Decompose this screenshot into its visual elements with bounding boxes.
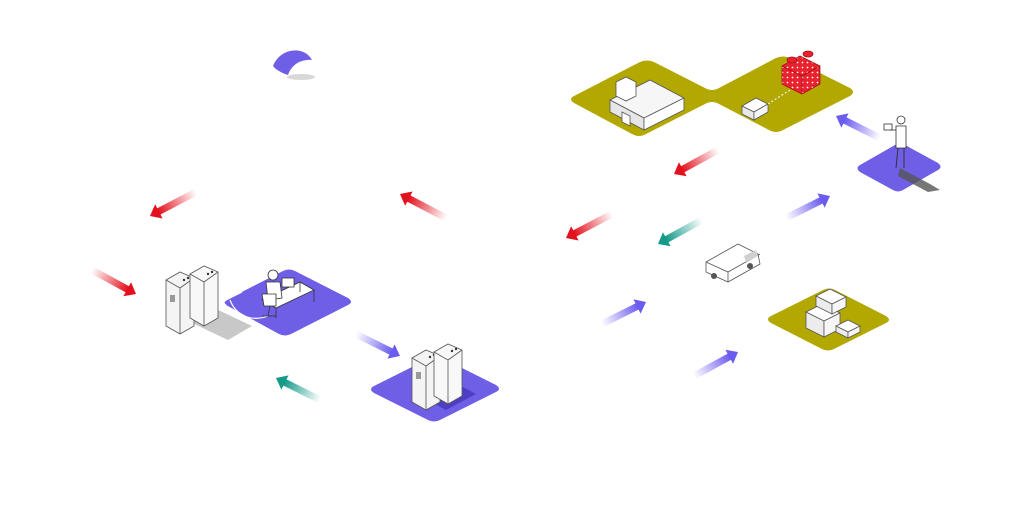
purple-flow-arrow [354,330,401,359]
arrows-layer [90,113,882,404]
red-flow-arrow [90,266,137,297]
red-flow-arrow [149,188,198,219]
purple-flow-arrow [784,193,831,222]
red-flow-arrow [673,146,720,177]
boxes-icon [805,288,861,339]
person-at-desk-icon [261,269,315,318]
factory-machine-icon [609,76,685,131]
red-flow-arrow [565,210,614,241]
cabinet-icon [411,343,476,411]
printer-icon [741,89,791,121]
purple-flow-arrow [692,349,739,380]
standing-person-tablet-icon [883,115,940,192]
crescent-logo-icon [273,50,315,80]
red-flow-arrow [399,191,448,222]
cabinet-icon [165,265,252,340]
purple-flow-arrow [835,113,882,142]
teal-flow-arrow [275,375,322,404]
industrial-unit-icon [781,50,821,95]
purple-flow-arrow [600,299,647,328]
teal-flow-arrow [657,216,704,247]
van-icon [705,243,761,283]
